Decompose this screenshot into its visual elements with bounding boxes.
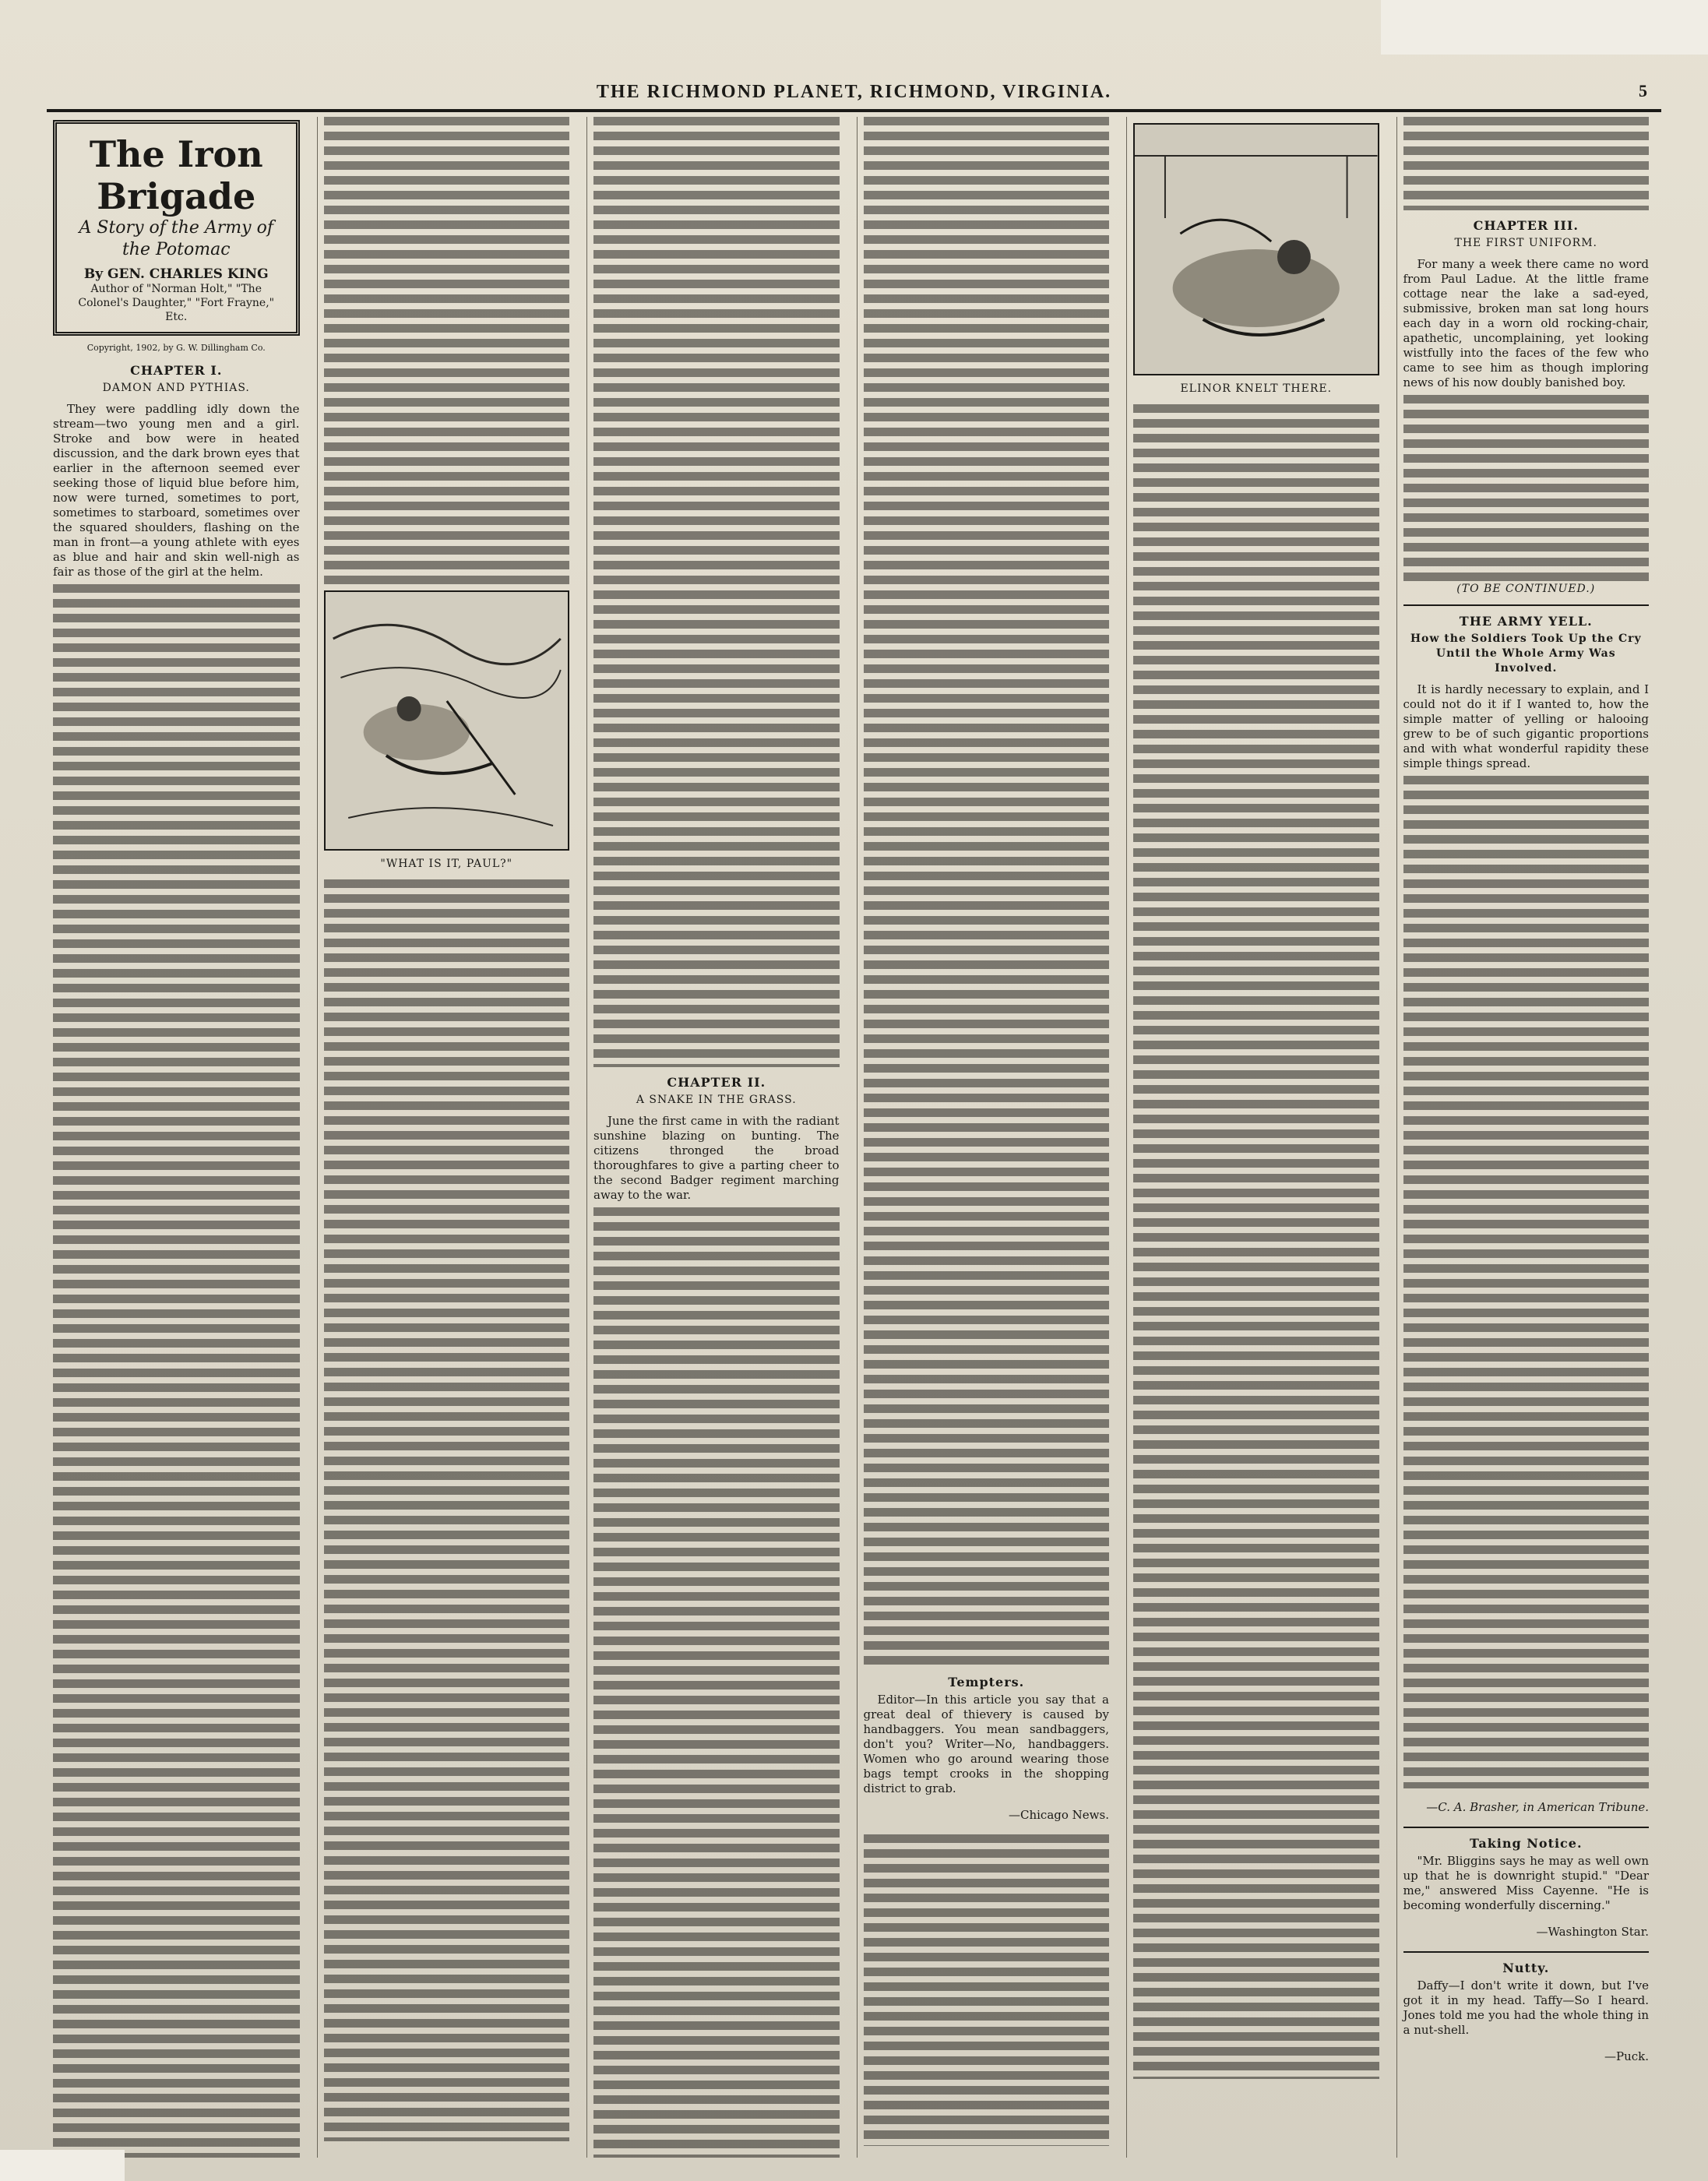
- column-5: ELINOR KNELT THERE.: [1126, 117, 1386, 2158]
- masthead: THE RICHMOND PLANET, RICHMOND, VIRGINIA.…: [47, 75, 1661, 112]
- body-text-block: [863, 117, 1109, 1667]
- body-text-block: [1133, 404, 1379, 2079]
- caption-elinor-knelt: ELINOR KNELT THERE.: [1180, 382, 1333, 395]
- chapter3-head: CHAPTER III.: [1473, 218, 1579, 233]
- column-3: CHAPTER II. A SNAKE IN THE GRASS. June t…: [586, 117, 846, 2158]
- story-title-box: The Iron Brigade A Story of the Army of …: [53, 120, 300, 336]
- body-text-block: [323, 879, 569, 2141]
- nutty-text: Daffy—I don't write it down, but I've go…: [1403, 1978, 1650, 2037]
- tempters-title: Tempters.: [948, 1675, 1025, 1689]
- illustration-it-is-paul: [323, 590, 569, 851]
- chapter2-head: CHAPTER II.: [667, 1075, 766, 1090]
- chapter3-title: THE FIRST UNIFORM.: [1454, 237, 1597, 249]
- masthead-title: THE RICHMOND PLANET, RICHMOND, VIRGINIA.: [596, 81, 1112, 102]
- chapter1-head: CHAPTER I.: [130, 363, 223, 378]
- columns: The Iron Brigade A Story of the Army of …: [47, 117, 1655, 2158]
- divider: [1403, 1827, 1649, 1828]
- tempters-credit: —Chicago News.: [1009, 1808, 1109, 1822]
- illustration-art: [1135, 125, 1378, 374]
- chapter2-title: A SNAKE IN THE GRASS.: [636, 1094, 797, 1106]
- body-text-block: [323, 117, 569, 584]
- body-text-block: [1403, 395, 1649, 582]
- caption-it-is-paul: "WHAT IS IT, PAUL?": [380, 858, 513, 870]
- nutty-credit: —Puck.: [1604, 2049, 1649, 2063]
- page-tear-bottom-left: [0, 2150, 125, 2181]
- page-number: 5: [1639, 81, 1649, 100]
- army-yell-subtitle: How the Soldiers Took Up the Cry Until t…: [1410, 632, 1642, 675]
- army-yell-credit: —C. A. Brasher, in American Tribune.: [1426, 1800, 1649, 1814]
- taking-notice-title: Taking Notice.: [1469, 1836, 1583, 1851]
- chapter1-title: DAMON AND PYTHIAS.: [102, 382, 250, 394]
- illustration-elinor-knelt: [1133, 123, 1379, 375]
- divider: [1403, 604, 1649, 606]
- copyright-line: Copyright, 1902, by G. W. Dillingham Co.: [86, 343, 266, 353]
- chapter2-opening: June the first came in with the radiant …: [593, 1114, 840, 1202]
- column-6: CHAPTER III. THE FIRST UNIFORM. For many…: [1396, 117, 1656, 2158]
- taking-notice-text: "Mr. Bliggins says he may as well own up…: [1403, 1854, 1650, 1912]
- story-byline: By GEN. CHARLES KING: [83, 266, 269, 282]
- column-4: Tempters. Editor—In this article you say…: [856, 117, 1116, 2158]
- column-1: The Iron Brigade A Story of the Army of …: [47, 117, 306, 2158]
- body-text-block: [1403, 117, 1649, 210]
- story-subtitle: A Story of the Army of the Potomac: [79, 218, 273, 259]
- body-text-block: [593, 117, 840, 1067]
- body-text-block: [53, 584, 300, 2158]
- chapter1-opening: They were paddling idly down the stream—…: [53, 402, 300, 579]
- taking-notice-credit: —Washington Star.: [1536, 1925, 1650, 1939]
- chapter3-opening: For many a week there came no word from …: [1403, 257, 1650, 389]
- to-be-continued: (TO BE CONTINUED.): [1456, 583, 1596, 595]
- column-2: "WHAT IS IT, PAUL?": [316, 117, 576, 2158]
- story-title: The Iron Brigade: [89, 133, 263, 217]
- body-text-block: [1403, 776, 1649, 1788]
- tempters-text: Editor—In this article you say that a gr…: [863, 1693, 1110, 1795]
- nutty-title: Nutty.: [1502, 1961, 1550, 1975]
- illustration-art: [325, 592, 568, 849]
- story-author-note: Author of "Norman Holt," "The Colonel's …: [78, 283, 275, 323]
- page-tear-top-right: [1381, 0, 1708, 55]
- divider: [1403, 1951, 1649, 1953]
- army-yell-title: THE ARMY YELL.: [1459, 614, 1593, 629]
- army-yell-opening: It is hardly necessary to explain, and I…: [1403, 682, 1650, 770]
- body-text-block: [593, 1207, 840, 2158]
- body-text-block: [863, 1834, 1109, 2146]
